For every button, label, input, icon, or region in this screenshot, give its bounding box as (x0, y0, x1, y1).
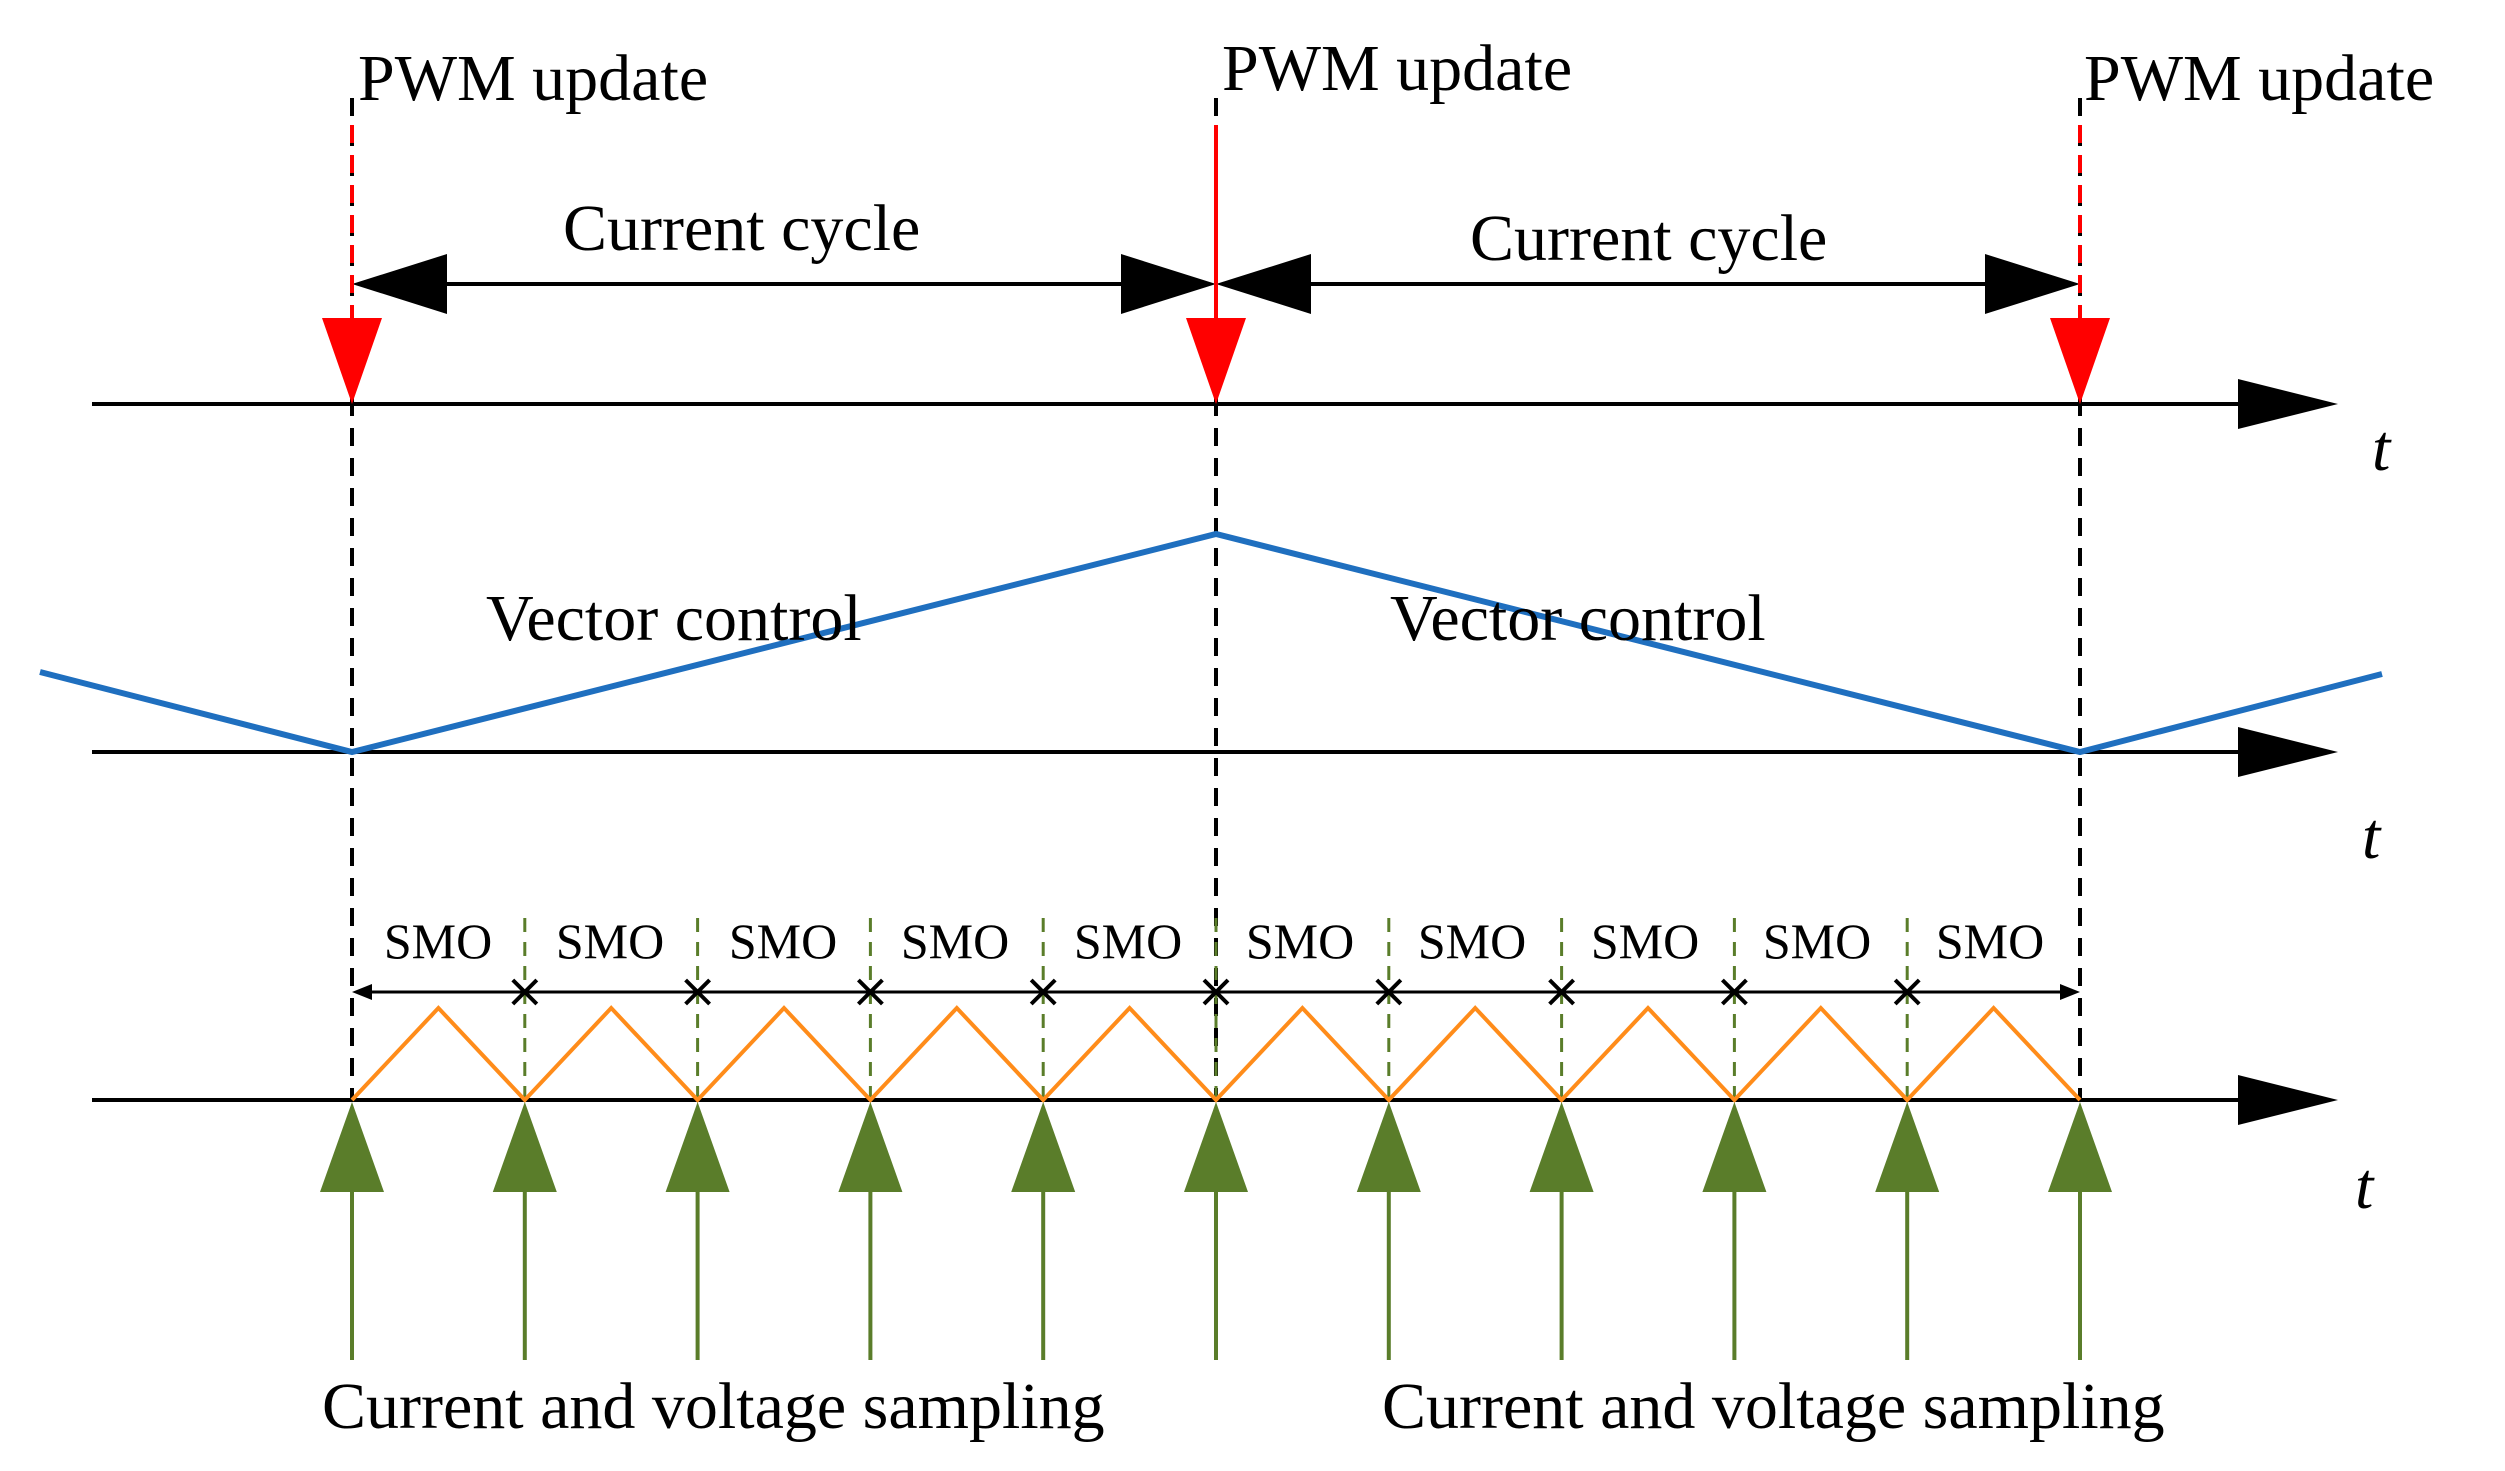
smo-label: SMO (1418, 913, 1526, 969)
time-axis-arrowhead (2238, 1075, 2338, 1125)
smo-label: SMO (556, 913, 664, 969)
sampling-triangle (2048, 1102, 2112, 1192)
time-axis-label: t (2362, 800, 2382, 873)
smo-triangle-line (350, 1005, 2082, 1103)
smo-label: SMO (1246, 913, 1354, 969)
sampling-label: Current and voltage sampling (1382, 1370, 2165, 1443)
sampling-triangle (1011, 1102, 1076, 1192)
smo-label: SMO (1936, 913, 2044, 969)
vector-control-line (39, 530, 2383, 756)
current-cycle-arrowhead (352, 254, 447, 314)
sampling-label: Current and voltage sampling (322, 1370, 1105, 1443)
smo-label: SMO (1763, 913, 1871, 969)
sampling-triangle (492, 1102, 557, 1192)
sampling-triangle (1875, 1102, 1940, 1192)
sampling-triangle (1356, 1102, 1421, 1192)
vector-control-wave (39, 530, 2383, 756)
pwm-update-triangle (1186, 318, 1246, 404)
smo-interval-arrowhead (2060, 984, 2080, 1000)
smo-label: SMO (1591, 913, 1699, 969)
sampling-triangle (1529, 1102, 1594, 1192)
current-cycle-arrowhead (1985, 254, 2080, 314)
smo-cross (856, 978, 884, 1006)
current-cycle-label: Current cycle (1470, 202, 1827, 275)
sampling-markers (320, 1102, 2112, 1360)
sampling-triangle (1184, 1102, 1248, 1192)
smo-triangle-wave (350, 1005, 2082, 1103)
pwm-update-triangle (2050, 318, 2110, 404)
smo-label: SMO (384, 913, 492, 969)
vector-control-label: Vector control (486, 582, 862, 655)
smo-cross (1375, 978, 1403, 1006)
smo-cross (1548, 978, 1576, 1006)
current-cycle-arrowhead (1121, 254, 1216, 314)
smo-interval-arrowhead (352, 984, 372, 1000)
smo-label: SMO (1074, 913, 1182, 969)
time-axis-label: t (2355, 1150, 2375, 1223)
pwm-update-triangle (322, 318, 382, 404)
current-cycle-arrowhead (1216, 254, 1311, 314)
smo-cross (1029, 978, 1057, 1006)
smo-cross (684, 978, 712, 1006)
pwm-update-label: PWM update (2084, 42, 2434, 115)
smo-label: SMO (729, 913, 837, 969)
current-cycle-arrows (352, 254, 2080, 314)
time-axes (92, 379, 2338, 1125)
smo-label: SMO (901, 913, 1009, 969)
smo-intervals (352, 918, 2080, 1100)
sampling-triangle (320, 1102, 384, 1192)
sampling-triangle (665, 1102, 730, 1192)
time-axis-arrowhead (2238, 379, 2338, 429)
smo-cross (1202, 978, 1230, 1006)
smo-cross (511, 978, 539, 1006)
smo-cross (1720, 978, 1748, 1006)
time-axis-arrowhead (2238, 727, 2338, 777)
sampling-triangle (838, 1102, 903, 1192)
current-cycle-label: Current cycle (563, 192, 920, 265)
pwm-update-markers (322, 125, 2110, 404)
smo-cross (1893, 978, 1921, 1006)
sampling-triangle (1702, 1102, 1767, 1192)
pwm-update-label: PWM update (1222, 32, 1572, 105)
time-axis-label: t (2372, 412, 2392, 485)
vector-control-label: Vector control (1390, 582, 1766, 655)
pwm-update-label: PWM update (358, 42, 708, 115)
